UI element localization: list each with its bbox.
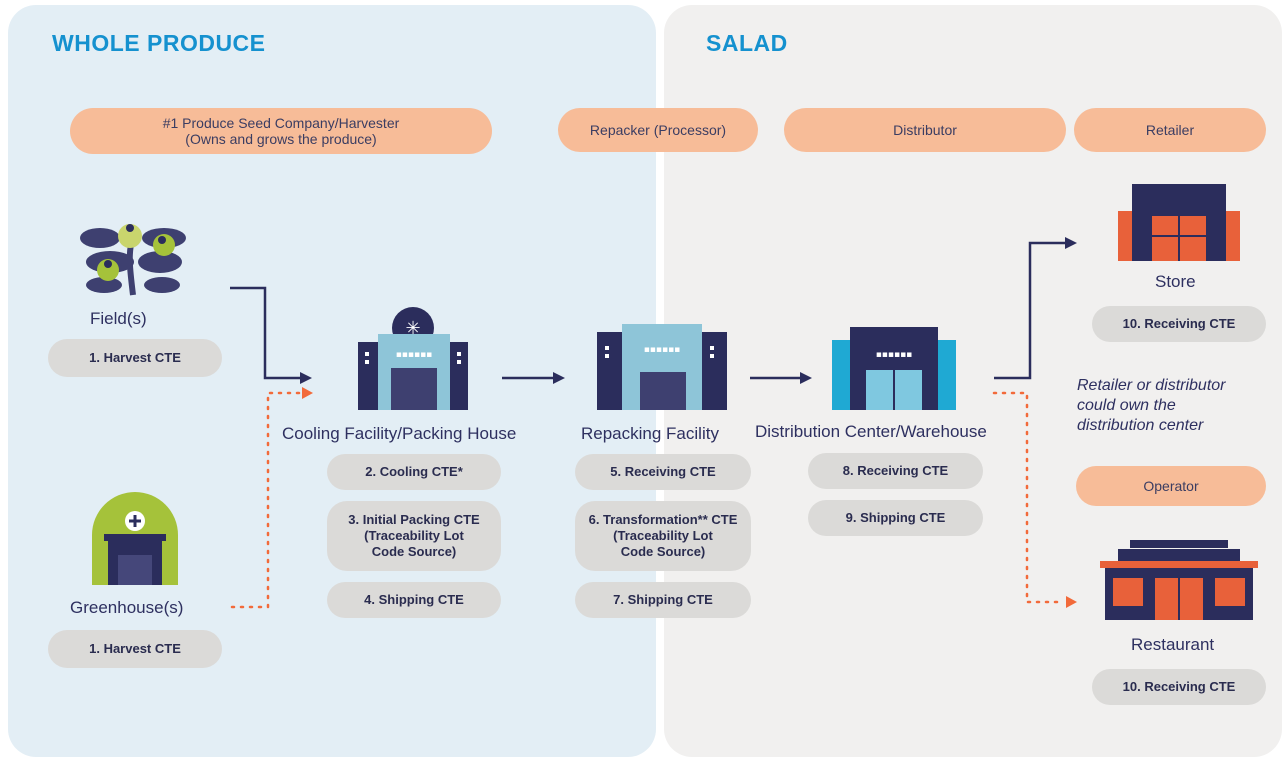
retailer-role-pill: Retailer	[1074, 108, 1266, 152]
repacker-role-pill: Repacker (Processor)	[558, 108, 758, 152]
transformation-cte: 6. Transformation** CTE (Traceability Lo…	[575, 501, 751, 571]
store-receiving-cte: 10. Receiving CTE	[1092, 306, 1266, 342]
svg-text:▪▪▪▪▪▪: ▪▪▪▪▪▪	[644, 345, 681, 355]
repack-receiving-cte: 5. Receiving CTE	[575, 454, 751, 490]
store-icon	[1118, 184, 1240, 261]
dotted-flow-arrows	[230, 391, 1066, 609]
distribution-center-icon: ▪▪▪▪▪▪	[832, 327, 956, 410]
cooling-cte: 2. Cooling CTE*	[327, 454, 501, 490]
svg-text:▪▪▪▪▪▪: ▪▪▪▪▪▪	[396, 350, 433, 360]
field-plant-icon	[80, 224, 186, 296]
repacking-facility-label: Repacking Facility	[581, 424, 719, 443]
harvester-role-pill: #1 Produce Seed Company/Harvester (Owns …	[70, 108, 492, 154]
whole-produce-title: WHOLE PRODUCE	[52, 30, 266, 56]
harvester-role-line2: (Owns and grows the produce)	[185, 131, 377, 147]
operator-role-pill: Operator	[1076, 466, 1266, 506]
arrowheads-navy	[300, 237, 1077, 384]
store-label: Store	[1155, 272, 1196, 291]
greenhouse-label: Greenhouse(s)	[70, 598, 184, 617]
greenhouse-harvest-cte: 1. Harvest CTE	[48, 630, 222, 668]
restaurant-label: Restaurant	[1131, 635, 1215, 654]
distributor-role-pill: Distributor	[784, 108, 1066, 152]
field-label: Field(s)	[90, 309, 147, 328]
cooling-facility-icon: ✳ ▪▪▪▪▪▪	[358, 307, 468, 410]
repacking-facility-icon: ▪▪▪▪▪▪	[597, 324, 727, 410]
initial-packing-cte: 3. Initial Packing CTE (Traceability Lot…	[327, 501, 501, 571]
repack-shipping-cte: 7. Shipping CTE	[575, 582, 751, 618]
field-harvest-cte: 1. Harvest CTE	[48, 339, 222, 377]
ownership-note: Retailer or distributor could own the di…	[1077, 377, 1226, 434]
harvester-role-line1: #1 Produce Seed Company/Harvester	[162, 115, 400, 131]
dc-shipping-cte: 9. Shipping CTE	[808, 500, 983, 536]
arrowheads-orange	[302, 387, 1077, 608]
dc-receiving-cte: 8. Receiving CTE	[808, 453, 983, 489]
flow-arrows	[230, 241, 1065, 380]
cooling-shipping-cte: 4. Shipping CTE	[327, 582, 501, 618]
salad-title: SALAD	[706, 30, 788, 56]
restaurant-icon	[1100, 540, 1258, 620]
greenhouse-icon	[92, 492, 178, 585]
svg-text:▪▪▪▪▪▪: ▪▪▪▪▪▪	[876, 350, 913, 360]
distribution-center-label: Distribution Center/Warehouse	[755, 422, 987, 441]
svg-text:✳: ✳	[405, 318, 420, 339]
restaurant-receiving-cte: 10. Receiving CTE	[1092, 669, 1266, 705]
cooling-facility-label: Cooling Facility/Packing House	[282, 424, 517, 443]
